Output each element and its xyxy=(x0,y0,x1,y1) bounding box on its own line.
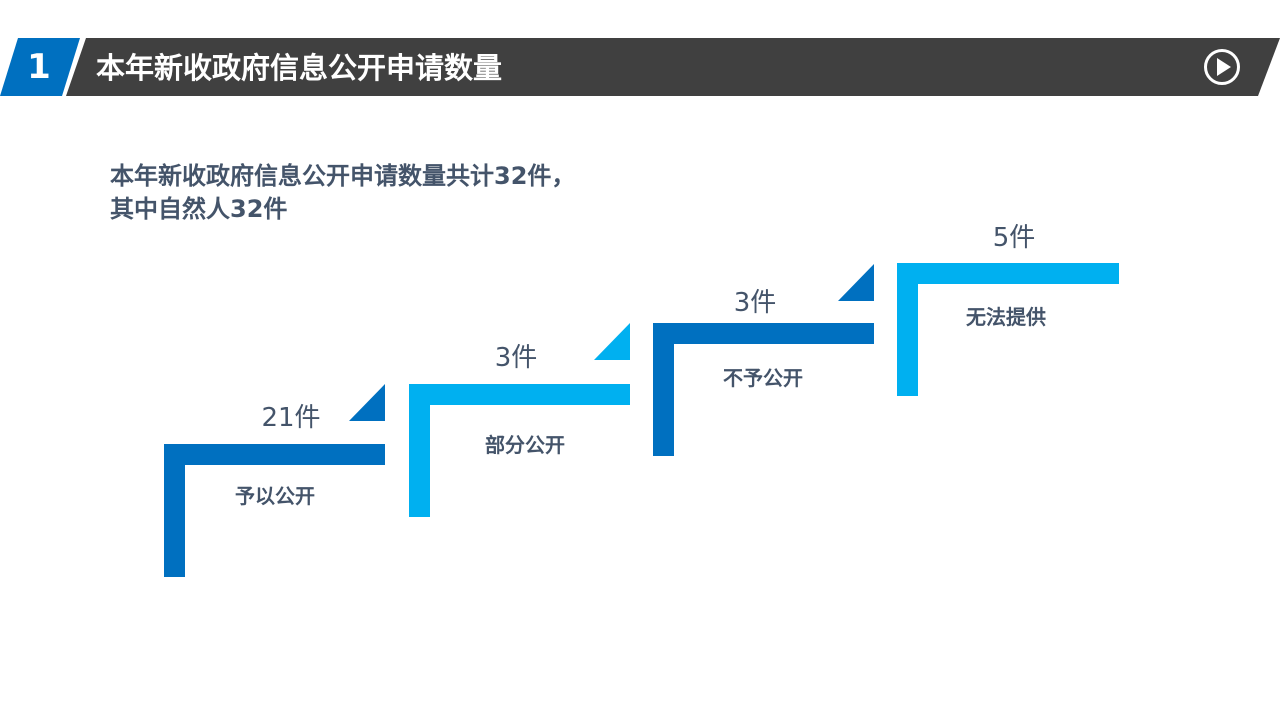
step-corner-triangle-1 xyxy=(349,384,385,421)
summary-text: 本年新收政府信息公开申请数量共计32件， 其中自然人32件 xyxy=(110,160,670,226)
play-circle-icon xyxy=(1204,49,1240,85)
step-count-2: 3件 xyxy=(494,343,538,373)
step-shape-1 xyxy=(164,384,385,577)
step-corner-triangle-3 xyxy=(838,264,874,301)
step-shape-2 xyxy=(409,323,630,517)
summary-line-1: 本年新收政府信息公开申请数量共计32件， xyxy=(110,162,576,190)
step-label-3: 不予公开 xyxy=(723,366,803,390)
page-title: 本年新收政府信息公开申请数量 xyxy=(96,51,503,85)
header-number-badge xyxy=(0,38,80,96)
play-button[interactable] xyxy=(1203,48,1241,86)
step-label-1: 予以公开 xyxy=(235,484,315,508)
header-title-band xyxy=(66,38,1280,96)
step-shape-4 xyxy=(897,263,1119,396)
step-count-4: 5件 xyxy=(992,223,1036,253)
header-background xyxy=(0,38,1280,96)
step-count-3: 3件 xyxy=(733,288,777,318)
step-corner-triangle-2 xyxy=(594,323,630,360)
step-count-1: 21件 xyxy=(261,403,321,433)
step-label-4: 无法提供 xyxy=(966,305,1046,329)
step-label-2: 部分公开 xyxy=(485,433,565,457)
summary-line-2: 其中自然人32件 xyxy=(110,195,288,223)
header-bar: 1 本年新收政府信息公开申请数量 xyxy=(0,38,1280,96)
section-number: 1 xyxy=(27,47,51,87)
step-shape-3 xyxy=(653,264,874,456)
